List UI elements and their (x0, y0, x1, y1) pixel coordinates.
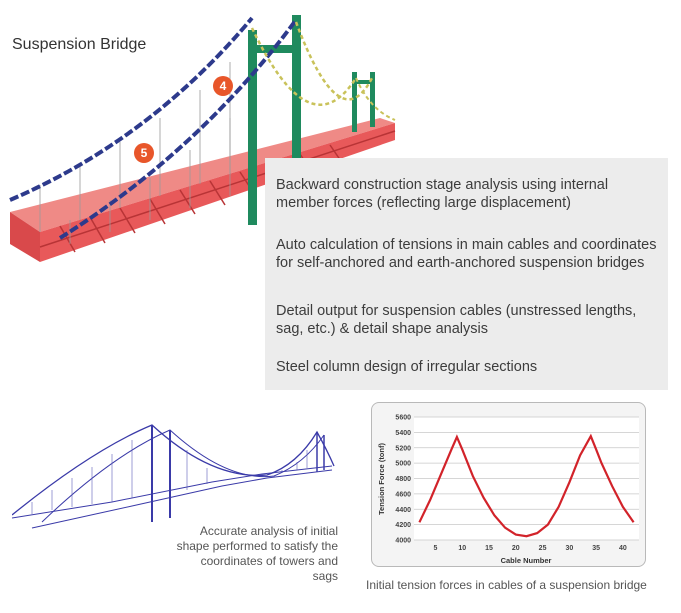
main-cable-near (9, 16, 254, 202)
x-tick-label: 25 (539, 545, 547, 552)
x-tick-label: 40 (619, 545, 627, 552)
x-tick-labels: 5 10 15 20 25 30 35 40 (433, 545, 626, 552)
wire-deck (12, 465, 333, 519)
x-tick-label: 5 (433, 545, 437, 552)
feature-item: Detail output for suspension cables (uns… (276, 303, 637, 337)
main-cable-span (250, 27, 358, 106)
y-tick-label: 4400 (395, 507, 411, 514)
svg-text:5: 5 (141, 146, 148, 160)
hanger-cables (39, 62, 231, 244)
svg-text:4: 4 (220, 79, 227, 93)
y-tick-label: 4000 (395, 538, 411, 545)
x-tick-label: 15 (485, 545, 493, 552)
tension-chart-frame: 4000 4200 4400 4600 4800 5000 5200 5400 5600 5 10… (371, 402, 646, 567)
y-tick-label: 5600 (395, 415, 411, 422)
y-tick-label: 5000 (395, 461, 411, 468)
y-tick-labels: 4000 4200 4400 4600 4800 5000 5200 5400 5600 (395, 415, 411, 545)
y-tick-label: 5400 (395, 430, 411, 437)
x-axis-label: Cable Number (501, 556, 552, 565)
x-tick-label: 20 (512, 545, 520, 552)
x-tick-label: 35 (592, 545, 600, 552)
main-cable-far (58, 18, 298, 240)
badge-5: 5 (134, 143, 154, 163)
feature-panel: Backward construction stage analysis usi… (265, 158, 668, 390)
chart-caption: Initial tension forces in cables of a su… (366, 578, 647, 592)
bridge-deck-side (10, 212, 40, 262)
wireframe-bridge-model (12, 424, 335, 529)
wireframe-caption: Accurate analysis of initial shape perfo… (176, 524, 338, 583)
wire-hangers (31, 440, 308, 514)
feature-item: Backward construction stage analysis usi… (276, 177, 609, 211)
badge-4: 4 (213, 76, 233, 96)
y-axis-label: Tension Force (tonf) (377, 443, 386, 515)
main-cable-end (355, 77, 396, 121)
y-tick-label: 4800 (395, 476, 411, 483)
wire-cable-far (41, 429, 325, 523)
feature-item: Steel column design of irregular section… (276, 359, 538, 375)
wire-deck-side (31, 469, 333, 529)
wire-cable-near (12, 424, 335, 516)
tension-chart: 4000 4200 4400 4600 4800 5000 5200 5400 5600 5 10… (377, 415, 639, 565)
bridge-tower-near (248, 15, 301, 225)
tension-series-line (418, 433, 635, 538)
y-tick-label: 4200 (395, 522, 411, 529)
page-title: Suspension Bridge (12, 36, 147, 53)
x-tick-label: 30 (565, 545, 573, 552)
y-tick-label: 5200 (395, 445, 411, 452)
main-cable-span-2 (294, 21, 374, 101)
bridge-tower-far (352, 72, 375, 132)
feature-item: Auto calculation of tensions in main cab… (276, 237, 657, 271)
y-tick-label: 4600 (395, 491, 411, 498)
x-tick-label: 10 (458, 545, 466, 552)
